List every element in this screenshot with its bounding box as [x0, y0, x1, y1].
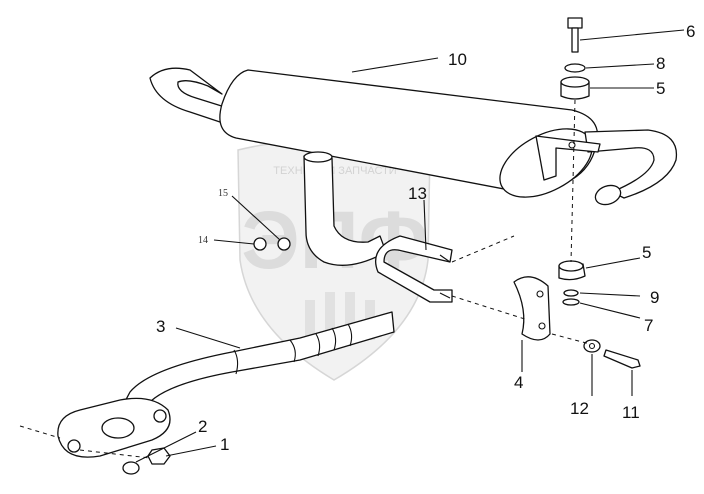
clamp-bracket: [513, 276, 551, 341]
front-pipe: [57, 311, 395, 458]
leader-6: [579, 29, 685, 41]
flange-hole-left: [67, 439, 81, 453]
assembly-lines: [19, 99, 591, 459]
leader-3: [175, 327, 241, 349]
leader-1: [165, 445, 217, 457]
rubber-cushion-5-bottom-face: [558, 260, 584, 272]
flange-bore: [101, 417, 135, 439]
u-clamp-thread-b: [439, 292, 451, 299]
front-pipe-corrugation: [315, 323, 353, 357]
bolt-6-head: [567, 17, 583, 29]
callout-9: 9: [650, 288, 659, 307]
callout-1: 1: [220, 435, 229, 454]
axis-nut-12: [551, 333, 591, 345]
leader-15: [231, 195, 281, 241]
bolt-6-shank: [571, 27, 579, 53]
loose-fasteners: [122, 339, 641, 475]
u-clamp-thread-a: [439, 254, 451, 263]
callout-4: 4: [514, 373, 523, 392]
leader-2: [135, 431, 197, 463]
callout-10: 10: [448, 50, 467, 69]
muffler-tail-pipe: [584, 129, 678, 199]
leader-9: [579, 292, 641, 297]
clamp-bracket-body: [513, 276, 551, 341]
muffler-rear-pipe: [149, 67, 229, 125]
washer-8: [564, 63, 586, 73]
bolt-11: [603, 349, 641, 369]
muffler-inlet-pipe: [303, 155, 387, 266]
callout-2: 2: [198, 417, 207, 436]
clamp-bracket-hole-top: [536, 290, 544, 298]
washer-9: [563, 289, 579, 297]
inlet-pipe-opening: [303, 151, 333, 163]
rubber-cushion-5-top-face: [560, 76, 590, 88]
callout-6: 6: [686, 22, 695, 41]
callout-14: 14: [198, 235, 208, 246]
washer-2: [122, 461, 140, 475]
leader-8: [585, 63, 655, 69]
callout-5-top: 5: [656, 79, 665, 98]
bracket-hole: [568, 141, 576, 149]
clamp-bracket-hole-bottom: [538, 322, 546, 330]
callout-11: 11: [622, 403, 640, 422]
flange-hole-right: [153, 409, 167, 423]
fastener-14: [253, 237, 267, 251]
callout-5-bottom: 5: [642, 243, 651, 262]
callout-15: 15: [218, 188, 228, 199]
front-pipe-joint-2: [289, 339, 296, 363]
front-pipe-joint: [233, 349, 239, 375]
muffler: [149, 67, 678, 266]
callout-13: 13: [408, 184, 427, 203]
hardware-stack: [558, 17, 590, 306]
axis-clamp-bottom: [451, 295, 529, 321]
callout-labels: 10 6 8 5 13 15 14 5 9 7 3 4 12 11 2 1: [156, 22, 695, 454]
watermark-caption: ТЕХНИКА И ЗАПЧАСТИ: [273, 165, 396, 177]
callout-12: 12: [570, 399, 589, 418]
callout-8: 8: [656, 54, 665, 73]
leader-5-bottom: [585, 257, 641, 269]
u-clamp: [374, 235, 453, 303]
axis-clamp-top: [451, 235, 515, 263]
leader-13: [423, 199, 427, 251]
muffler-bracket: [535, 135, 601, 181]
callout-3: 3: [156, 317, 165, 336]
axis-mount: [570, 99, 576, 263]
fastener-15: [277, 237, 291, 251]
axis-flange: [19, 425, 61, 439]
leader-lines: [135, 29, 685, 463]
callout-7: 7: [644, 316, 653, 335]
nut-12: [583, 339, 601, 353]
leader-10: [351, 57, 439, 73]
axis-flange-studs: [79, 449, 151, 459]
nut-12-bore: [588, 342, 596, 350]
leader-14: [213, 239, 255, 245]
u-clamp-bolt: [374, 235, 453, 303]
nut-7: [562, 298, 580, 306]
tail-pipe-outlet: [594, 184, 622, 206]
leader-7: [579, 302, 641, 319]
small-fasteners: [253, 237, 291, 251]
